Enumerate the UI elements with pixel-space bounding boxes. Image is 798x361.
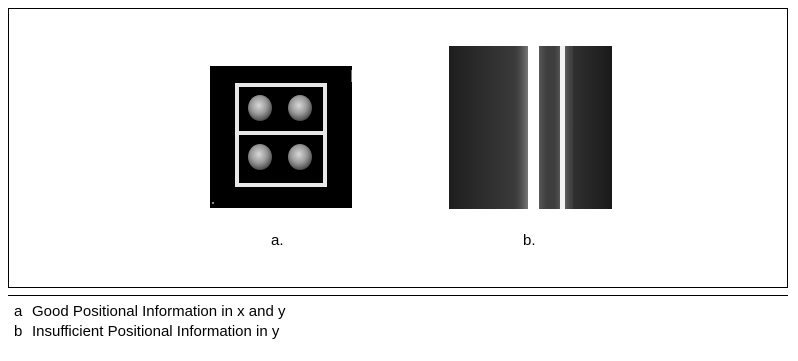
legend-text: Good Positional Information in x and y — [32, 303, 286, 320]
figure-legend: a Good Positional Information in x and y… — [8, 295, 788, 342]
caption-a: a. — [271, 232, 284, 249]
image-b-vertical-stripes — [449, 46, 612, 209]
image-a-grid-pattern — [210, 66, 352, 208]
grid-pattern-graphic — [212, 70, 352, 204]
figure-frame — [8, 8, 788, 288]
legend-item: b Insufficient Positional Information in… — [8, 322, 788, 342]
stripes-graphic — [449, 46, 612, 209]
caption-b: b. — [523, 232, 536, 249]
legend-key: a — [14, 303, 23, 320]
legend-text: Insufficient Positional Information in y — [32, 323, 280, 340]
legend-item: a Good Positional Information in x and y — [8, 302, 788, 322]
legend-key: b — [14, 323, 23, 340]
